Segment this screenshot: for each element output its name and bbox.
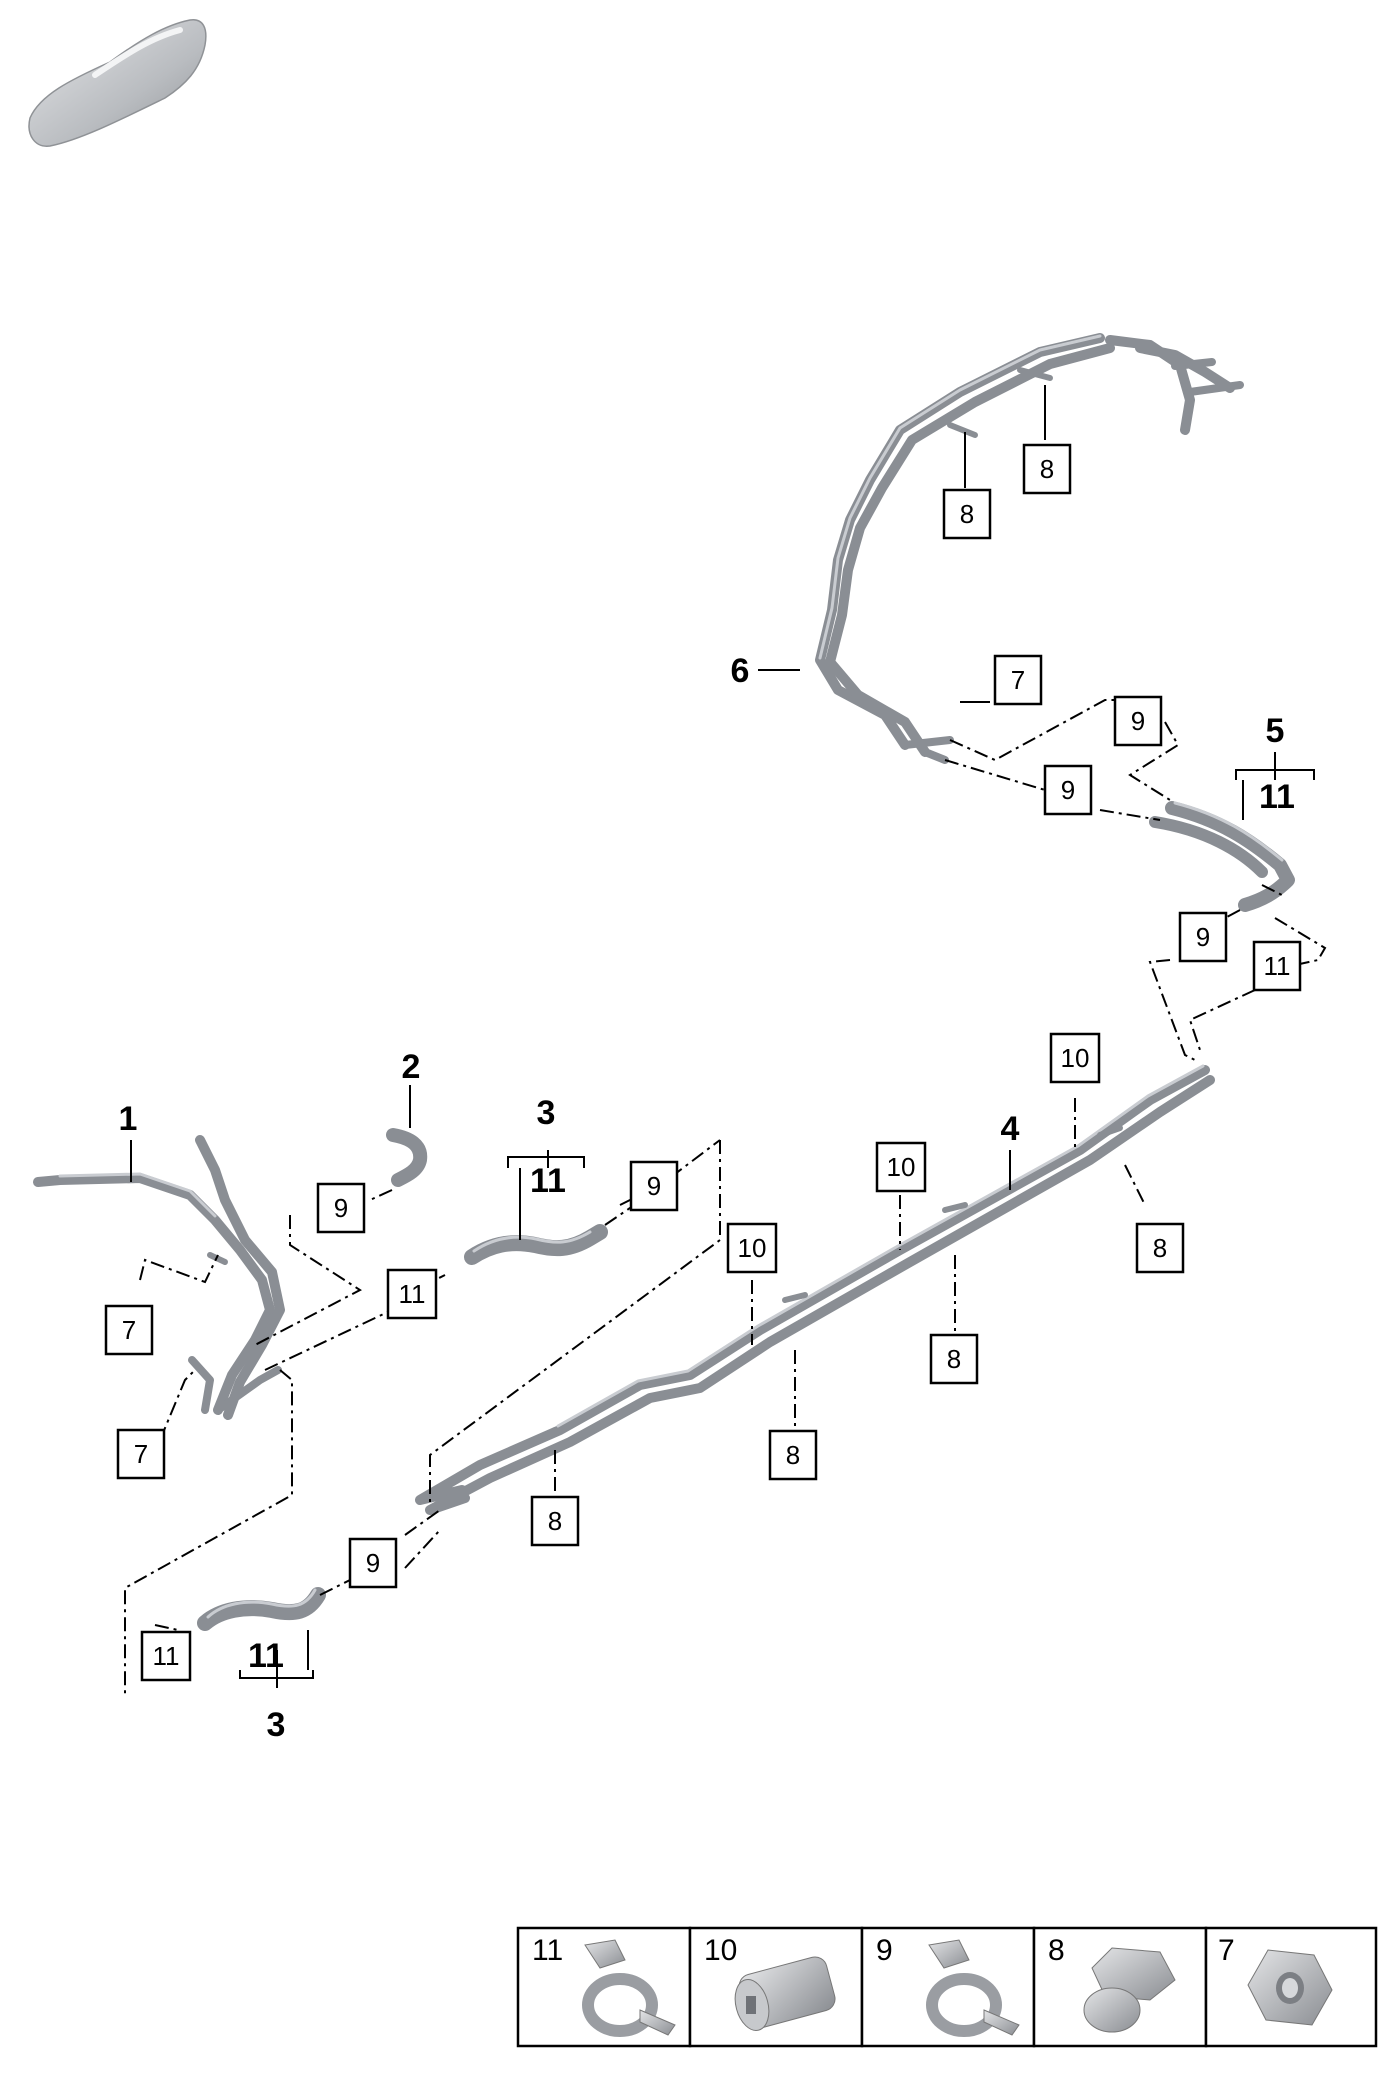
kit-callout-11: 11 xyxy=(1259,778,1295,816)
part-box-7: 7 xyxy=(104,1304,154,1356)
hose-3-upper xyxy=(464,1224,608,1265)
part-box-label: 7 xyxy=(1011,665,1025,695)
part-box-label: 10 xyxy=(738,1233,767,1263)
legend-number: 10 xyxy=(704,1934,737,1967)
hose-3-lower xyxy=(197,1587,326,1631)
callout-1: 1 xyxy=(119,1100,138,1138)
callout-3: 3 xyxy=(537,1094,556,1132)
part-box-label: 9 xyxy=(366,1548,380,1578)
part-box-label: 8 xyxy=(1153,1233,1167,1263)
part-box-11: 11 xyxy=(140,1630,192,1682)
part-box-label: 9 xyxy=(334,1193,348,1223)
part-box-11: 11 xyxy=(386,1268,438,1320)
pipe-assembly-6 xyxy=(815,333,1244,764)
part-box-7: 7 xyxy=(993,654,1043,706)
pipe-assembly-1 xyxy=(33,1135,285,1420)
part-box-8: 8 xyxy=(1135,1222,1185,1274)
part-box-label: 7 xyxy=(122,1315,136,1345)
part-box-label: 9 xyxy=(1061,775,1075,805)
part-box-label: 11 xyxy=(153,1641,180,1671)
callout-6: 6 xyxy=(731,652,750,690)
part-box-10: 10 xyxy=(726,1222,778,1274)
part-box-9: 9 xyxy=(629,1160,679,1212)
hose-clamp-icon xyxy=(926,1939,1020,2037)
part-box-label: 8 xyxy=(786,1440,800,1470)
legend-number: 9 xyxy=(876,1934,893,1967)
part-box-9: 9 xyxy=(1113,695,1163,747)
kit-callout-11: 11 xyxy=(530,1162,566,1200)
hose-2 xyxy=(386,1128,428,1187)
part-box-8: 8 xyxy=(942,488,992,540)
part-box-label: 10 xyxy=(1061,1043,1090,1073)
part-box-label: 11 xyxy=(1264,951,1291,981)
part-box-label: 7 xyxy=(134,1439,148,1469)
legend-number: 7 xyxy=(1218,1934,1235,1967)
part-box-9: 9 xyxy=(316,1182,366,1234)
part-box-label: 10 xyxy=(887,1152,916,1182)
car-overview-icon xyxy=(28,19,207,147)
kit-callout-11: 11 xyxy=(248,1637,284,1675)
part-box-9: 9 xyxy=(1043,764,1093,816)
kit-brackets xyxy=(239,769,1315,1679)
part-box-label: 9 xyxy=(647,1171,661,1201)
part-box-label: 8 xyxy=(960,499,974,529)
part-box-label: 8 xyxy=(1040,454,1054,484)
pipe-assembly-4 xyxy=(415,1064,1215,1515)
hose-5 xyxy=(1149,801,1295,912)
part-box-label: 11 xyxy=(399,1279,426,1309)
part-box-label: 8 xyxy=(548,1506,562,1536)
part-number-boxes: 8 8 7 9 9 9 11 10 10 10 8 8 8 8 9 9 11 7… xyxy=(104,443,1302,1682)
part-box-7: 7 xyxy=(116,1428,166,1480)
part-box-label: 9 xyxy=(1196,922,1210,952)
part-box-9: 9 xyxy=(1178,911,1228,963)
hex-nut-icon xyxy=(1247,1949,1333,2026)
cap-nut-icon xyxy=(1083,1947,1176,2033)
part-box-10: 10 xyxy=(1049,1032,1101,1084)
hose-clamp-icon xyxy=(582,1939,676,2037)
leader-lines xyxy=(130,393,1276,1688)
part-box-11: 11 xyxy=(1252,940,1302,992)
dash-dot-lines xyxy=(124,385,1327,1695)
callout-2: 2 xyxy=(402,1048,421,1086)
legend-number: 11 xyxy=(532,1934,563,1967)
callout-numbers: 6 5 11 4 1 2 3 11 11 3 xyxy=(119,652,1295,1744)
part-box-label: 9 xyxy=(1131,706,1145,736)
clip-sleeve-icon xyxy=(734,1956,836,2031)
part-box-8: 8 xyxy=(768,1429,818,1481)
part-box-8: 8 xyxy=(929,1333,979,1385)
part-box-label: 8 xyxy=(947,1344,961,1374)
part-box-9: 9 xyxy=(348,1537,398,1589)
callout-5: 5 xyxy=(1266,712,1285,750)
callout-4: 4 xyxy=(1001,1110,1020,1148)
part-box-8: 8 xyxy=(530,1495,580,1547)
parts-legend: 11 10 9 8 7 xyxy=(516,1926,1378,2048)
callout-3: 3 xyxy=(267,1706,286,1744)
part-box-10: 10 xyxy=(875,1141,927,1193)
part-box-8: 8 xyxy=(1022,443,1072,495)
legend-number: 8 xyxy=(1048,1934,1065,1967)
